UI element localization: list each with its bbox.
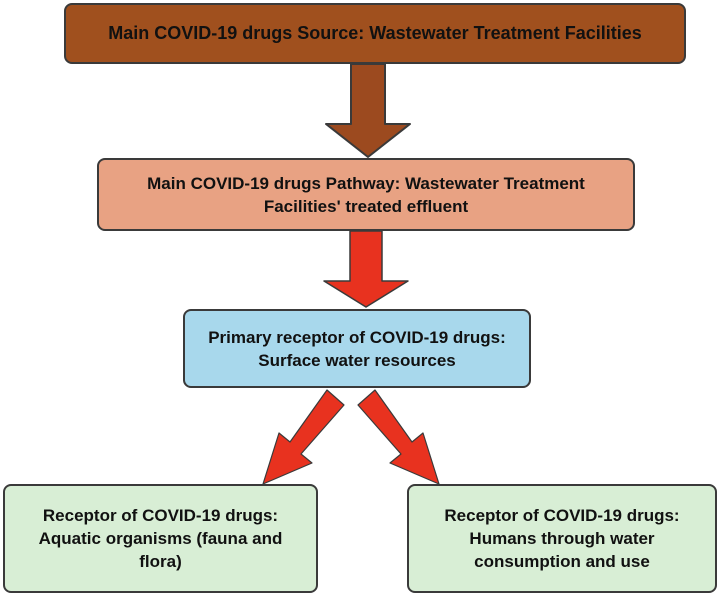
- pathway-line-1: Main COVID-19 drugs Pathway: Wastewater …: [147, 173, 585, 193]
- humans-line-3: consumption and use: [474, 552, 650, 571]
- primary-line-2: Surface water resources: [258, 350, 456, 370]
- arrow-pathway-to-primary: [323, 230, 409, 308]
- arrow-primary-to-humans: [357, 389, 440, 485]
- primary-line-1: Primary receptor of COVID-19 drugs:: [208, 327, 506, 347]
- pathway-box: Main COVID-19 drugs Pathway: Wastewater …: [97, 158, 635, 231]
- arrow-source-to-pathway: [325, 63, 411, 158]
- primary-receptor-box: Primary receptor of COVID-19 drugs: Surf…: [183, 309, 531, 388]
- source-box: Main COVID-19 drugs Source: Wastewater T…: [64, 3, 686, 64]
- aquatic-line-3: flora): [139, 552, 182, 571]
- pathway-line-2: Facilities' treated effluent: [263, 196, 469, 216]
- source-line-1: Main COVID-19 drugs Source: Wastewater T…: [108, 23, 642, 43]
- aquatic-line-1: Receptor of COVID-19 drugs:: [42, 506, 279, 525]
- humans-line-1: Receptor of COVID-19 drugs:: [444, 506, 680, 525]
- arrow-primary-to-aquatic: [262, 389, 345, 485]
- human-receptor-box: Receptor of COVID-19 drugs: Humans throu…: [407, 484, 717, 593]
- aquatic-line-2: Aquatic organisms (fauna and: [38, 529, 283, 548]
- humans-line-2: Humans through water: [469, 529, 655, 548]
- aquatic-receptor-box: Receptor of COVID-19 drugs: Aquatic orga…: [3, 484, 318, 593]
